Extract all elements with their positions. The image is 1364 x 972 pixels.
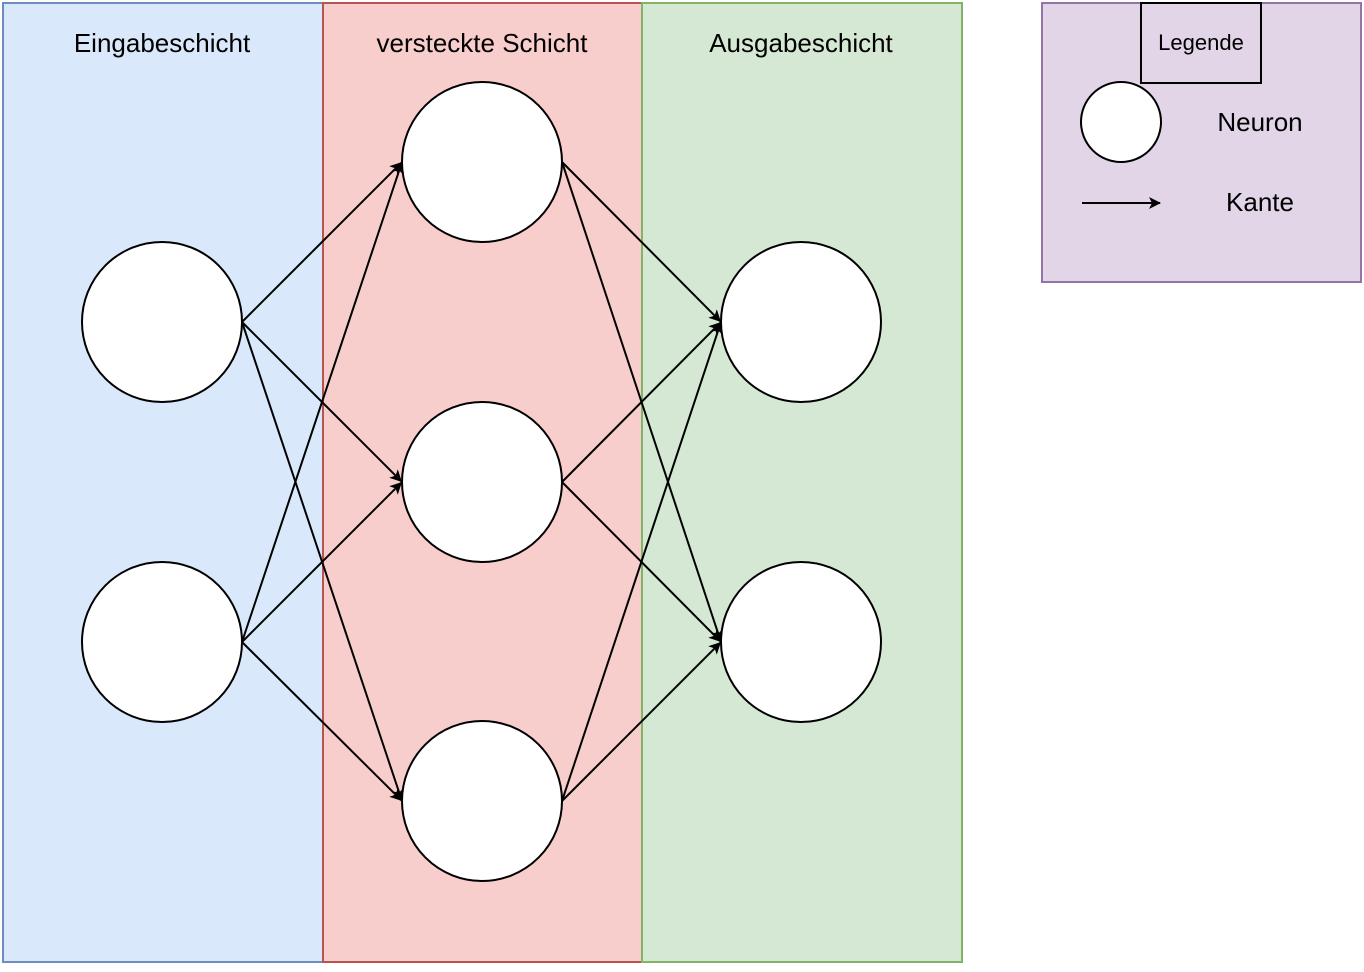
output-neuron-2: [720, 561, 882, 723]
edge-hidden3-output2: [561, 641, 722, 802]
input-layer-title: Eingabeschicht: [74, 28, 251, 58]
edge-input2-hidden1: [241, 162, 404, 643]
legend-edge-label: Kante: [1226, 187, 1294, 217]
legend-title: Legende: [1158, 30, 1244, 55]
neurons: [81, 81, 882, 882]
hidden-neuron-2: [401, 401, 563, 563]
hidden-neuron-3: [401, 720, 563, 882]
input-neuron-2: [81, 561, 243, 723]
output-layer-panel: [641, 2, 963, 963]
layer-titles: Eingabeschicht versteckte Schicht Ausgab…: [74, 28, 894, 58]
legend-neuron-symbol: [1080, 81, 1162, 163]
input-neuron-1: [81, 241, 243, 403]
edge-input1-hidden1: [241, 162, 403, 323]
legend-title-box: [1140, 2, 1262, 84]
edges: [241, 161, 723, 802]
edge-input2-hidden2: [241, 481, 403, 643]
legend-neuron-label: Neuron: [1217, 107, 1302, 137]
output-layer-title: Ausgabeschicht: [709, 28, 893, 58]
edge-hidden2-output1: [561, 322, 722, 483]
output-neuron-1: [720, 241, 882, 403]
hidden-neuron-1: [401, 81, 563, 243]
hidden-layer-title: versteckte Schicht: [377, 28, 589, 58]
legend: Legende Neuron Kante: [1041, 2, 1362, 283]
input-layer-panel: [2, 2, 324, 963]
edge-hidden3-output1: [561, 321, 723, 802]
edge-input2-hidden3: [241, 641, 402, 802]
edge-hidden1-output1: [561, 161, 722, 322]
